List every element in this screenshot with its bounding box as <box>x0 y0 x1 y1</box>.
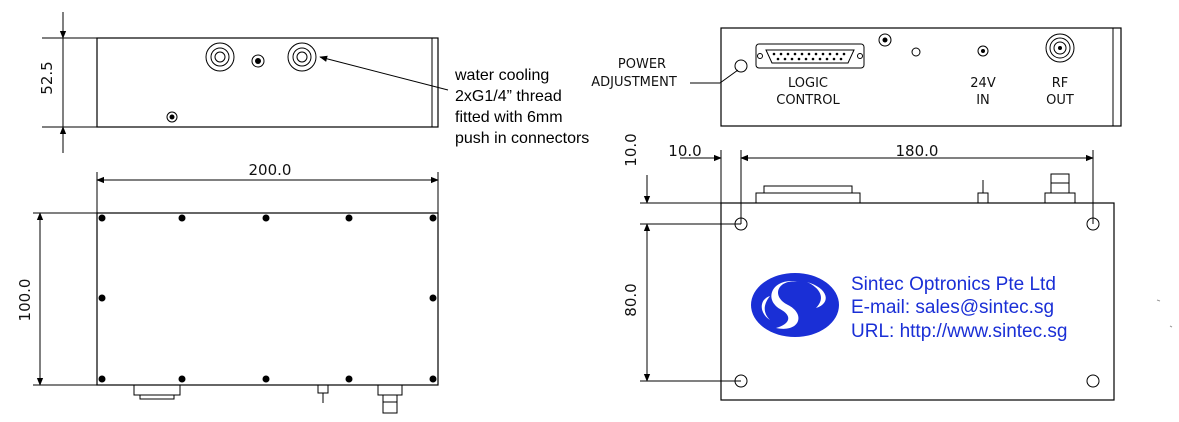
logic-control-connector <box>755 43 865 69</box>
water-connector-left <box>205 42 235 72</box>
note-line-3: fitted with 6mm <box>455 109 563 126</box>
company-name: Sintec Optronics Pte Ltd <box>851 274 1056 295</box>
24v-label-2: IN <box>976 93 990 108</box>
company-url: URL: http://www.sintec.sg <box>851 321 1067 342</box>
top-height-dimension: 100.0 <box>16 279 34 322</box>
power-label-2: ADJUSTMENT <box>591 75 677 90</box>
24v-label-1: 24V <box>970 76 996 91</box>
side-view-body <box>96 37 439 128</box>
top-24v-connector <box>317 384 329 394</box>
top-view-screws <box>98 214 437 383</box>
top-view: 200.0 100.0 <box>16 161 439 414</box>
rf-out-connector <box>1045 33 1075 63</box>
note-line-2: 2xG1/4” thread <box>455 88 562 105</box>
logic-label-2: CONTROL <box>776 93 840 108</box>
rf-label-2: OUT <box>1046 93 1074 108</box>
power-adjustment-pot <box>734 59 748 73</box>
base-logic-connector <box>755 192 861 204</box>
side-view: 52.5 <box>38 12 449 153</box>
top-view-body <box>96 212 439 386</box>
top-width-dimension: 200.0 <box>249 161 292 179</box>
sintec-logo <box>751 273 839 337</box>
base-span-x-dimension: 180.0 <box>896 142 939 160</box>
base-span-y-dimension: 80.0 <box>622 283 640 316</box>
top-rf-connector <box>377 384 403 396</box>
water-cooling-note: water cooling 2xG1/4” thread fitted with… <box>454 67 589 147</box>
panel-fitting-1 <box>878 33 892 47</box>
side-screw <box>166 111 178 123</box>
rf-label-1: RF <box>1052 76 1069 91</box>
side-fitting <box>251 54 265 68</box>
power-label-1: POWER <box>618 57 666 72</box>
base-24v-connector <box>977 192 989 204</box>
base-rf-connector <box>1044 192 1076 204</box>
company-email: E-mail: sales@sintec.sg <box>851 297 1054 318</box>
connector-leader <box>319 55 449 91</box>
logic-label-1: LOGIC <box>788 76 828 91</box>
side-height-dimension: 52.5 <box>38 61 56 94</box>
base-offset-y-dimension: 10.0 <box>622 133 640 166</box>
panel-fitting-2 <box>911 47 921 57</box>
note-line-4: push in connectors <box>455 130 589 147</box>
water-connector-right <box>287 42 317 72</box>
front-panel-view: POWER ADJUSTMENT LOGIC CONTROL 24V IN <box>591 27 1122 127</box>
note-line-1: water cooling <box>454 67 549 84</box>
top-logic-connector <box>133 384 181 396</box>
base-view: 10.0 180.0 10.0 80.0 <box>622 133 1173 401</box>
base-offset-x-dimension: 10.0 <box>668 142 701 160</box>
24v-in-connector <box>977 45 989 57</box>
